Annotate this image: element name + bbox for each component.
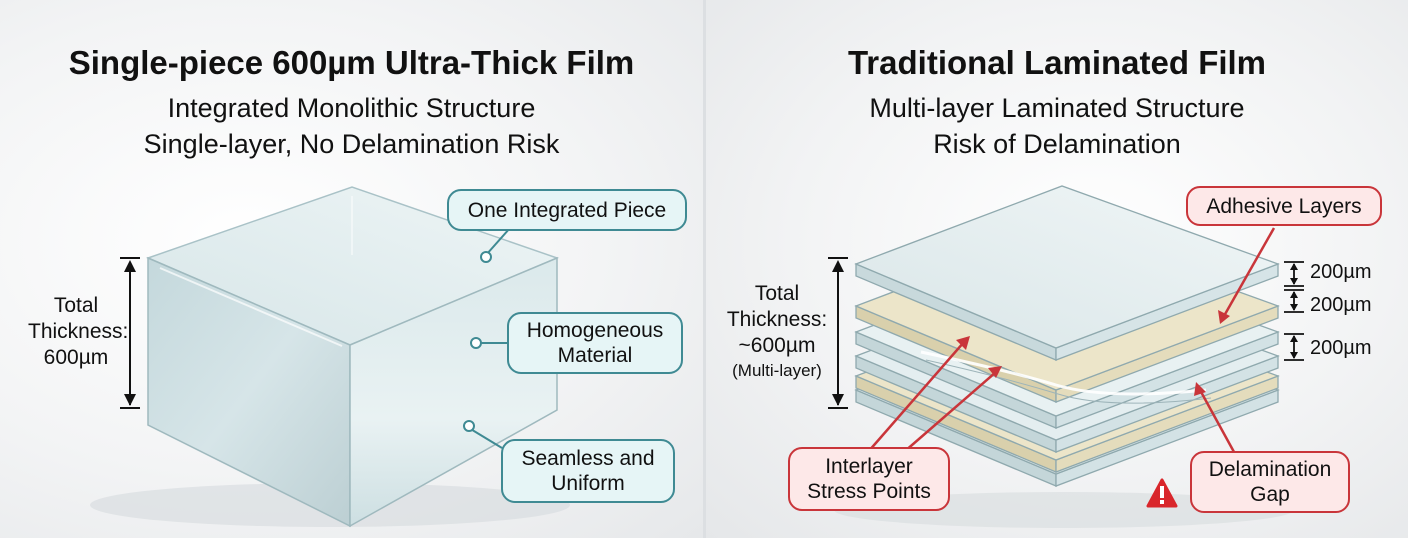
callout-label-line1: Interlayer — [825, 455, 913, 478]
warning-icon — [1146, 478, 1178, 508]
callout-label-line1: Seamless and — [521, 447, 655, 470]
callout-label-line1: Homogeneous — [526, 319, 664, 342]
monolithic-block-illustration — [90, 186, 570, 528]
dimension-label-2: 200µm — [1310, 294, 1372, 316]
left-title: Single-piece 600µm Ultra-Thick Film — [68, 44, 635, 81]
thickness-label-line3: ~600µm — [738, 334, 816, 357]
callout-one-integrated-piece: One Integrated Piece — [447, 189, 687, 231]
laminated-stack-illustration — [828, 185, 1304, 528]
callout-adhesive-layers: Adhesive Layers — [1186, 186, 1382, 226]
callout-seamless-uniform: Seamless and Uniform — [501, 439, 675, 503]
thickness-label-line1: Total — [53, 294, 99, 317]
right-title: Traditional Laminated Film — [847, 44, 1267, 81]
right-subtitle-line1: Multi-layer Laminated Structure — [869, 93, 1245, 123]
callout-label-line2: Gap — [1250, 483, 1290, 506]
panel-divider — [703, 0, 706, 538]
left-subtitle-line1: Integrated Monolithic Structure — [167, 93, 536, 123]
stack-layers — [854, 185, 1280, 487]
left-thickness-label: Total Thickness: 600µm — [28, 293, 129, 371]
callout-label-line2: Material — [557, 344, 633, 367]
double-arrow-icon — [828, 257, 848, 409]
thickness-label-line4: (Multi-layer) — [732, 361, 822, 380]
red-pointer-arrows — [867, 227, 1276, 453]
thickness-label-line2: Thickness: — [726, 308, 828, 331]
callout-delamination-gap: Delamination Gap — [1190, 451, 1350, 513]
right-panel: Traditional Laminated Film Multi-layer L… — [706, 0, 1408, 538]
left-subtitle-line2: Single-layer, No Delamination Risk — [143, 129, 560, 159]
dimension-markers — [1284, 261, 1304, 361]
left-subtitle: Integrated Monolithic Structure Single-l… — [0, 90, 703, 162]
thickness-label-line1: Total — [754, 282, 800, 305]
right-subtitle-line2: Risk of Delamination — [933, 129, 1181, 159]
double-arrow-icon — [120, 257, 140, 409]
right-subtitle: Multi-layer Laminated Structure Risk of … — [706, 90, 1408, 162]
right-thickness-label: Total Thickness: ~600µm (Multi-layer) — [714, 281, 840, 383]
left-panel: Single-piece 600µm Ultra-Thick Film Inte… — [0, 0, 703, 538]
callout-label-line2: Stress Points — [807, 480, 931, 503]
delamination-gap — [920, 350, 1207, 396]
callout-label-line2: Uniform — [551, 472, 625, 495]
callout-interlayer-stress-points: Interlayer Stress Points — [788, 447, 950, 511]
callout-leaders — [463, 227, 511, 449]
thickness-label-line3: 600µm — [43, 346, 109, 369]
thickness-label-line2: Thickness: — [28, 320, 129, 343]
callout-label: Adhesive Layers — [1206, 194, 1362, 218]
dimension-label-1: 200µm — [1310, 261, 1372, 283]
callout-label-line1: Delamination — [1208, 458, 1332, 481]
callout-homogeneous-material: Homogeneous Material — [507, 312, 683, 374]
callout-label: One Integrated Piece — [467, 198, 667, 222]
dimension-label-3: 200µm — [1310, 337, 1372, 359]
block-side-face — [349, 256, 558, 528]
